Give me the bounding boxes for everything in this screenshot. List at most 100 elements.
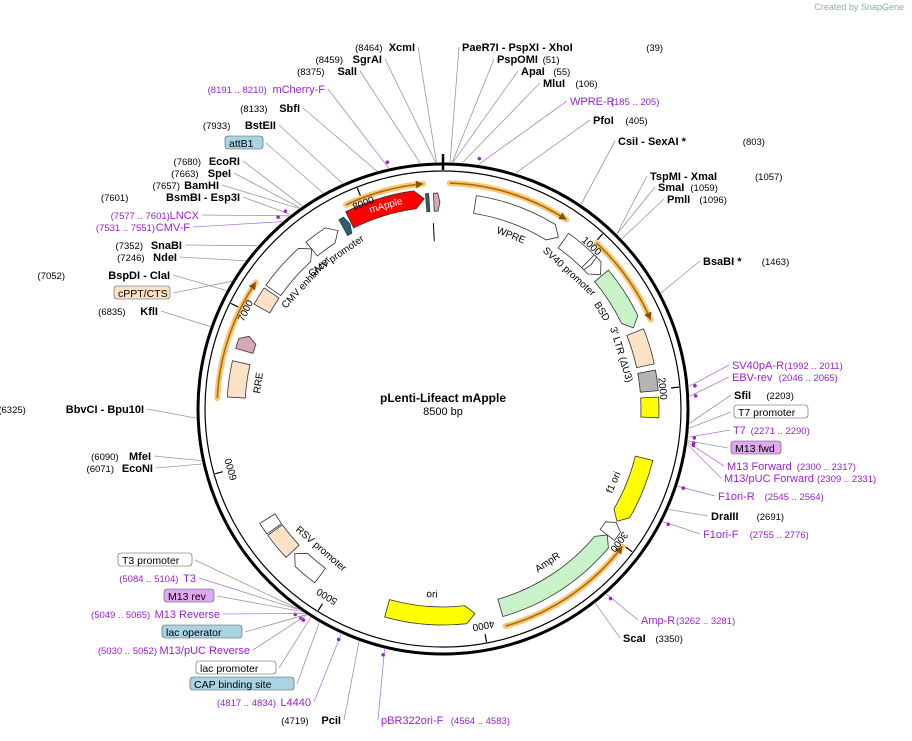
right-label-13-name: SfiI [734,390,751,402]
right-label-16-name: M13 fwd [735,443,775,455]
left-label-18-leader [146,408,197,419]
right-label-4-leader [478,100,568,165]
left-label-23-name: M13 rev [168,591,207,603]
feature-bsd [594,269,639,329]
feature-3-ltr-u3 [626,328,655,369]
feature-wpre [473,195,559,241]
left-label-25-box [161,624,243,639]
left-label-7-leader [242,160,303,207]
left-label-23-leader [216,595,302,612]
left-label-0-name: XcmI [389,42,415,54]
tick-8000 [356,187,361,196]
right-label-11-name: SV40pA-R [732,360,784,372]
right-label-17-position: (2300 .. 2317) [797,462,856,473]
left-label-7-name: EcoRI [209,156,240,168]
orf-arc-0 [449,182,567,221]
left-label-30-leader [343,641,360,721]
right-label-10-leader [660,260,701,294]
right-label-8-position: (1059) [690,183,717,194]
left-label-15-leader [172,274,227,291]
right-label-3-name: MluI [543,78,565,90]
right-label-1-name: PspOMI [497,54,538,66]
right-label-7-position: (1057) [755,172,782,183]
left-label-1-position: (8459) [316,55,343,66]
feature-lifeact [338,216,353,237]
created-by-text: Created by [814,2,859,12]
right-label-9-name: PmlI [667,194,690,206]
feature-v5-tag [433,192,441,212]
left-label-24-leader [222,612,305,615]
feature-ampr-promoter [599,521,621,542]
tick-4000 [484,633,488,643]
right-label-19-name: F1ori-R [718,491,755,503]
right-label-18-primer-mark [691,443,696,448]
left-label-29-primer-mark [336,637,341,642]
right-label-19-primer-mark [681,486,686,490]
left-label-6-name: attB1 [229,138,254,150]
left-label-26-primer-mark [301,618,306,622]
left-label-28-name: CAP binding site [194,679,272,691]
right-label-0-name: PaeR7I - PspXI - XhoI [462,42,573,54]
left-label-20-name: EcoNI [122,463,153,475]
right-label-14-name: T7 promoter [738,407,796,419]
left-label-12-position: (7531 .. 7551) [96,223,155,234]
right-label-14-leader [689,411,732,429]
right-label-22-primer-mark [608,596,613,601]
left-label-13-leader [184,244,258,247]
orf-arcs [214,180,654,630]
tick-6000 [214,471,223,475]
left-label-30-name: PciI [321,715,341,727]
right-label-8-name: SmaI [658,182,684,194]
left-label-22-name: T3 [183,573,196,585]
right-label-13-leader [689,394,732,424]
left-label-21-name: T3 promoter [122,555,180,567]
left-label-21-leader [194,559,298,610]
left-label-11-primer-mark [283,209,288,213]
left-label-26-position: (5030 .. 5052) [98,646,157,657]
right-label-5-name: PfoI [593,115,614,127]
left-label-9-leader [221,184,299,209]
right-label-13-position: (2203) [766,391,793,402]
feature-mapple [345,190,425,229]
left-label-1-name: SgrAI [353,54,382,66]
right-label-11-position: (1992 .. 2011) [784,361,842,372]
right-label-1-leader [451,58,495,163]
site-labels: XcmI(8464)SgrAI(8459)SalI(8375)mCherry-F… [0,42,876,727]
right-label-7-leader [616,175,648,234]
right-label-15-primer-mark [692,436,697,440]
right-label-16-box [730,440,782,455]
orf-arc-2 [505,546,623,627]
left-label-28-leader [296,622,320,685]
created-by-watermark: Created by SnapGene [814,2,904,12]
left-label-13-position: (7352) [116,241,143,252]
left-label-16-box [113,285,171,300]
feature-bsd-label: BSD [591,300,611,323]
tick-3000 [625,546,633,553]
feature-hiv-1 [259,513,283,535]
left-label-11-name: LNCX [170,210,200,222]
left-label-14-name: NdeI [153,252,177,264]
right-label-6-name: CsiI - SexAI * [618,136,687,148]
right-label-12-name: EBV-rev [732,372,773,384]
feature-f1-ori [613,455,654,522]
left-label-19-position: (6090) [91,452,118,463]
left-label-10-position: (7601) [101,193,128,204]
feature-rre [226,360,251,399]
right-label-3-position: (106) [575,79,597,90]
right-label-11-primer-mark [693,384,697,388]
left-label-27-box [195,660,277,675]
right-label-21-position: (2755 .. 2776) [750,530,809,541]
left-label-2-position: (8375) [297,67,324,78]
right-label-10-position: (1463) [762,257,789,268]
left-label-9-name: BamHI [184,180,219,192]
left-label-12-name: CMV-F [156,222,191,234]
right-label-4-primer-mark [477,156,482,161]
right-label-23-name: ScaI [623,633,646,645]
left-label-5-leader [278,124,343,184]
left-label-16-name: cPPT/CTS [118,288,168,300]
right-label-18-position: (2309 .. 2331) [817,474,876,485]
left-label-2-name: SalI [337,66,357,78]
right-label-21-primer-mark [666,522,671,527]
right-label-9-leader [621,198,665,240]
